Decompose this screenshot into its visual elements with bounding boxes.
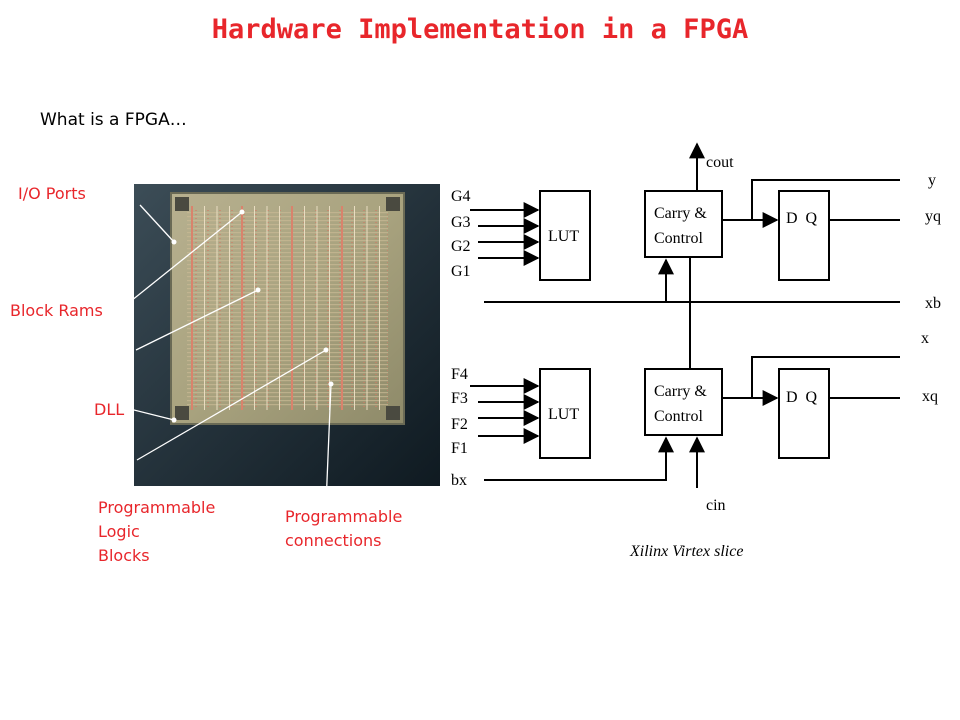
callout-logic-line-3: Blocks [98, 546, 150, 565]
callout-dll: DLL [94, 400, 125, 419]
callout-logic-blocks: Programmable Logic Blocks [98, 496, 215, 568]
page-subtitle: What is a FPGA… [40, 110, 187, 130]
leader-dot-connections [328, 381, 334, 387]
carry-label-bottom-1: Carry & [654, 383, 707, 400]
callout-io-ports: I/O Ports [18, 184, 86, 203]
leader-dot-bram [239, 209, 245, 215]
cin-label: cin [706, 497, 726, 514]
input-f2: F2 [451, 416, 468, 433]
output-xb: xb [925, 295, 941, 312]
callout-connections: Programmable connections [285, 505, 402, 553]
callout-block-rams: Block Rams [10, 301, 103, 320]
lut-label-bottom: LUT [548, 406, 579, 423]
carry-label-top-1: Carry & [654, 205, 707, 222]
lut-box-top [539, 190, 591, 281]
carry-box-bottom [644, 368, 723, 436]
input-f3: F3 [451, 390, 468, 407]
output-xq: xq [922, 388, 938, 405]
slice-caption: Xilinx Virtex slice [629, 543, 743, 560]
lut-box-bottom [539, 368, 591, 459]
page-title: Hardware Implementation in a FPGA [211, 14, 749, 45]
dff-box-top [778, 190, 830, 281]
dff-box-bottom [778, 368, 830, 459]
y-output-line [751, 179, 900, 220]
leader-dot-logic [323, 347, 329, 353]
callout-leader-lines [125, 204, 332, 506]
leader-dot-bram-2 [255, 287, 261, 293]
leader-dot-io [171, 239, 177, 245]
input-g1: G1 [451, 263, 471, 280]
input-g4: G4 [451, 188, 471, 205]
lut-label-top: LUT [548, 228, 579, 245]
callout-logic-line-2: Logic [98, 522, 140, 541]
dff-label-top: D Q [786, 210, 818, 227]
fpga-die-image [134, 184, 440, 486]
die-column-lines [191, 206, 380, 410]
leader-dot-dll [171, 417, 177, 423]
carry-box-top [644, 190, 723, 258]
output-yq: yq [925, 208, 941, 225]
input-g3: G3 [451, 214, 471, 231]
dff-label-bottom: D Q [786, 389, 818, 406]
callout-connections-line-2: connections [285, 531, 382, 550]
callout-connections-line-1: Programmable [285, 507, 403, 526]
callout-logic-line-1: Programmable [98, 498, 216, 517]
input-f1: F1 [451, 440, 468, 457]
output-y: y [928, 172, 936, 189]
input-f4: F4 [451, 366, 468, 383]
carry-label-top-2: Control [654, 230, 703, 247]
cout-label: cout [706, 154, 734, 171]
x-output-line [751, 356, 900, 398]
input-g2: G2 [451, 238, 471, 255]
bx-feed-arrow [484, 436, 674, 481]
output-x: x [921, 330, 929, 347]
input-bx: bx [451, 472, 467, 489]
carry-label-bottom-2: Control [654, 408, 703, 425]
